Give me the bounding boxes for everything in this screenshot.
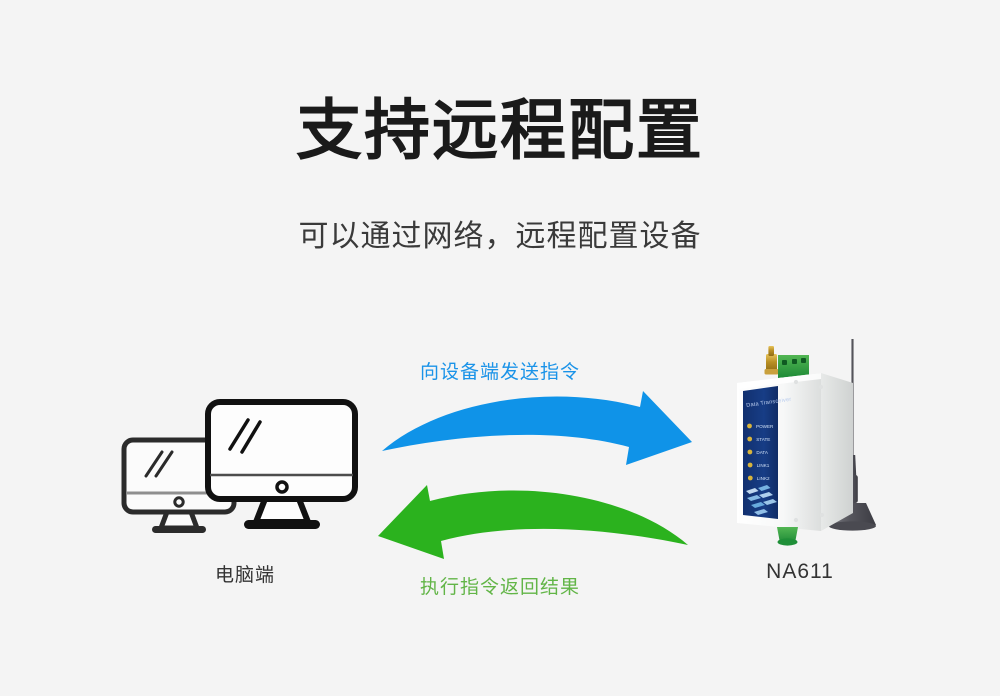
led-row-data: DATA	[747, 449, 769, 455]
led-label-link1: LINK1	[757, 463, 770, 468]
led-row-state: STATE	[747, 436, 770, 442]
flow-arrows-graphic	[370, 385, 700, 570]
green-terminal-block-icon	[778, 355, 809, 378]
pc-node-graphic	[118, 392, 378, 552]
send-command-arrow-icon	[382, 391, 692, 465]
led-label-data: DATA	[756, 450, 769, 455]
sma-connector-icon	[764, 346, 779, 375]
led-label-power: POWER	[756, 424, 774, 429]
device-node-graphic: Data Transceiver POWER STATE DATA LINK1	[725, 335, 900, 560]
device-node-label: NA611	[766, 560, 834, 583]
led-row-power: POWER	[747, 423, 774, 429]
pc-node-label: 电脑端	[214, 565, 275, 586]
arrow-pair	[378, 391, 692, 559]
primary-monitor-icon	[205, 399, 358, 529]
led-row-link2: LINK2	[747, 475, 770, 481]
green-din-clip-icon	[777, 527, 798, 546]
return-result-caption: 执行指令返回结果	[419, 577, 580, 598]
dual-monitor-icon	[121, 399, 358, 533]
return-result-arrow-icon	[378, 485, 688, 559]
send-command-caption: 向设备端发送指令	[419, 362, 580, 383]
page-title: 支持远程配置	[296, 93, 704, 167]
led-row-link1: LINK1	[747, 462, 770, 468]
led-label-state: STATE	[756, 437, 770, 442]
page-subtitle: 可以通过网络，远程配置设备	[298, 220, 702, 253]
led-label-link2: LINK2	[757, 476, 770, 481]
din-rail-modem-icon: Data Transceiver POWER STATE DATA LINK1	[737, 339, 876, 546]
panel-decoration	[746, 485, 777, 515]
